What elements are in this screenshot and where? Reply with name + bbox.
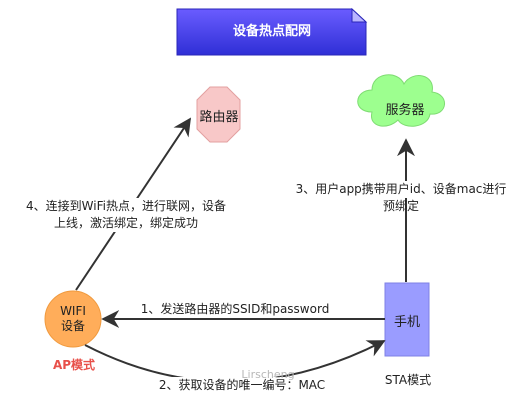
title-box xyxy=(176,7,368,56)
sta-mode-label: STA模式 xyxy=(384,373,432,387)
wifi-device-label: WIFI 设备 xyxy=(45,304,101,334)
step4-label-line1: 4、连接到WiFi热点，进行联网，设备 xyxy=(0,198,252,215)
step2-label: 2、获取设备的唯一编号：MAC xyxy=(142,377,342,394)
router-label: 路由器 xyxy=(199,110,239,125)
phone-label: 手机 xyxy=(393,315,420,330)
step3-label-line1: 3、用户app携带用户id、设备mac进行 xyxy=(276,181,523,198)
step3-label-line2: 预绑定 xyxy=(382,199,419,213)
wifi-device-label-line1: WIFI xyxy=(60,304,86,318)
watermark: Lirscheng xyxy=(241,368,295,381)
page-title: 设备热点配网 xyxy=(232,24,311,39)
server-node xyxy=(357,74,445,127)
router-node xyxy=(196,86,241,143)
step4-label: 4、连接到WiFi热点，进行联网，设备 上线，激活绑定，绑定成功 xyxy=(0,198,252,232)
step4-label-line2: 上线，激活绑定，绑定成功 xyxy=(0,215,252,232)
step1-label: 1、发送路由器的SSID和password xyxy=(130,301,340,318)
server-label: 服务器 xyxy=(385,103,425,118)
wifi-device-label-line2: 设备 xyxy=(60,319,85,333)
ap-mode-label: AP模式 xyxy=(52,358,96,372)
step3-label: 3、用户app携带用户id、设备mac进行 预绑定 xyxy=(276,181,523,215)
wifi-device-node xyxy=(44,290,102,348)
